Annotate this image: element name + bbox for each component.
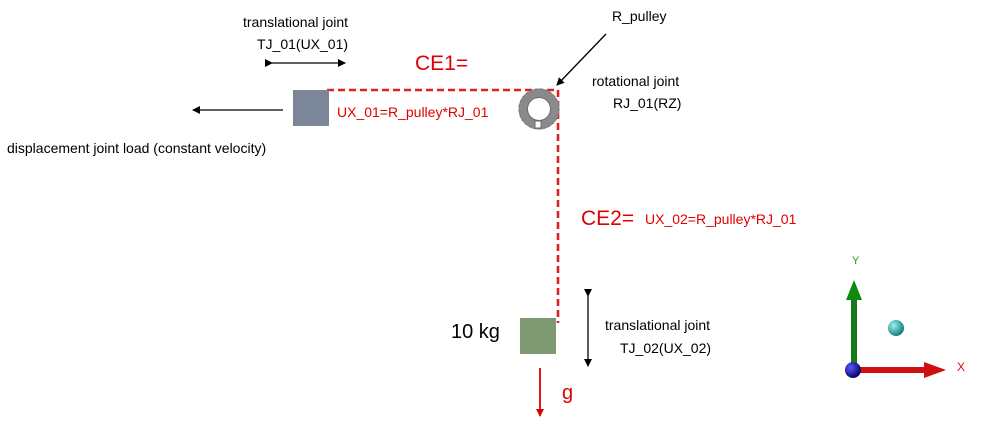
y-axis-arrow-icon bbox=[846, 280, 862, 370]
coordinate-triad bbox=[845, 280, 946, 378]
tj02-label-line1: translational joint bbox=[605, 317, 711, 333]
constraint-dashed-rope bbox=[327, 88, 560, 323]
origin-sphere-icon bbox=[845, 362, 861, 378]
r-pulley-label: R_pulley bbox=[612, 8, 667, 24]
pulley-ring-icon bbox=[518, 88, 560, 130]
axis-x-label: X bbox=[957, 360, 966, 374]
gravity-label: g bbox=[562, 382, 574, 404]
x-axis-arrow-icon bbox=[853, 362, 946, 378]
axis-y-label: Y bbox=[852, 255, 860, 267]
rj01-label-line1: rotational joint bbox=[592, 73, 680, 89]
r-pulley-pointer-arrow bbox=[556, 33, 607, 86]
mass-label: 10 kg bbox=[451, 321, 500, 343]
rj01-label-line2: RJ_01(RZ) bbox=[613, 95, 682, 111]
ce2-equation: UX_02=R_pulley*RJ_01 bbox=[645, 211, 797, 227]
point-sphere-icon bbox=[888, 320, 904, 336]
ce1-equation: UX_01=R_pulley*RJ_01 bbox=[337, 104, 489, 120]
block-2-mass bbox=[520, 318, 556, 354]
block-1 bbox=[293, 90, 329, 126]
ce2-label: CE2= bbox=[581, 207, 635, 230]
ce1-label: CE1= bbox=[415, 52, 469, 75]
tj01-label-line1: translational joint bbox=[243, 14, 349, 30]
tj02-label-line2: TJ_02(UX_02) bbox=[620, 340, 712, 356]
tj01-label-line2: TJ_01(UX_01) bbox=[257, 36, 349, 52]
displacement-load-label: displacement joint load (constant veloci… bbox=[7, 140, 267, 156]
